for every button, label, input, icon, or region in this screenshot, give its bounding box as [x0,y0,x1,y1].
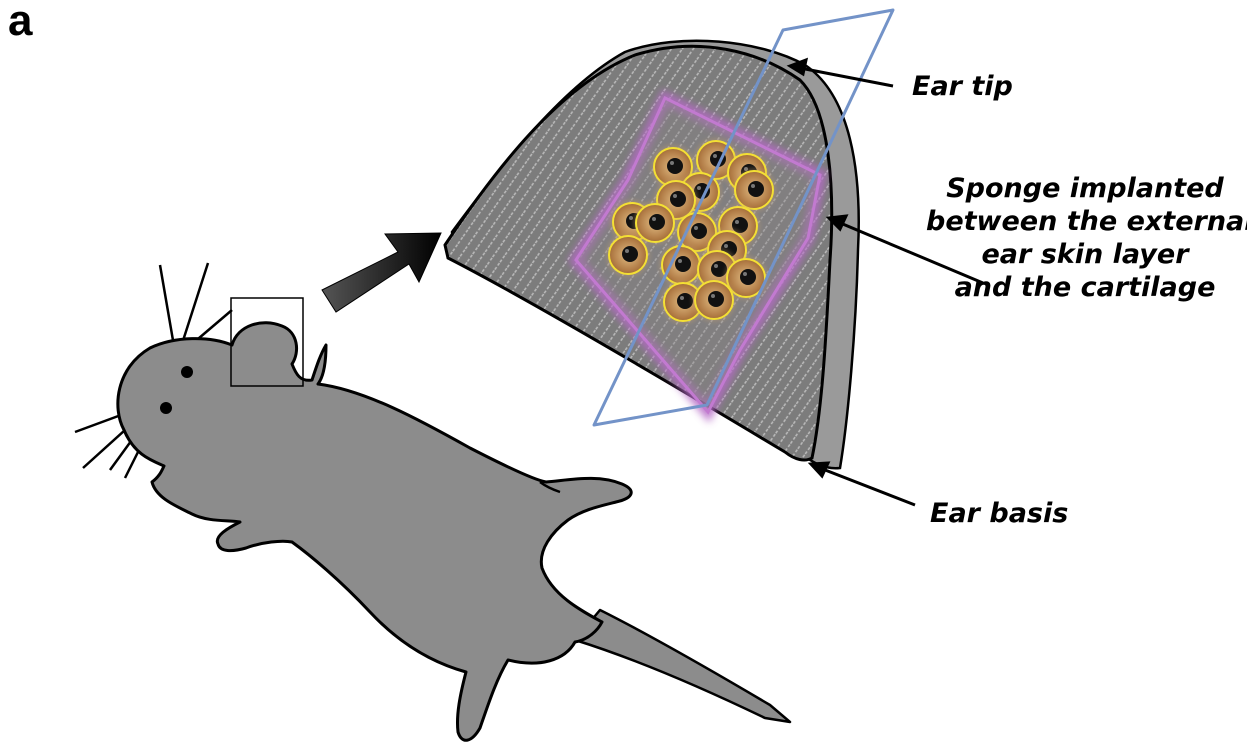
cell-nucleus [675,256,691,272]
cell-nucleus [708,291,724,307]
mouse-eye [160,402,172,414]
cell-nucleus [670,191,686,207]
cell-nucleus [677,293,693,309]
ear-closeup [445,41,859,469]
cell [692,278,736,322]
cell [606,233,650,277]
ear-tip-label: Ear tip [912,70,1013,103]
mouse-eye [181,366,193,378]
ear-basis-pointer [820,468,915,505]
sponge-label-line: and the cartilage [926,271,1244,304]
sponge-label-line: Sponge implanted [926,172,1244,205]
cell-nucleus [667,158,683,174]
mouse-body [118,323,631,741]
sponge-label-line: ear skin layer [926,238,1244,271]
panel-letter: a [8,0,32,46]
sponge-label-line: between the external [926,205,1244,238]
zoom-arrow [322,233,441,312]
cell-nucleus [691,223,707,239]
sponge-label: Sponge implanted between the external ea… [926,172,1244,304]
mouse-tail [575,610,790,722]
cell-nucleus [748,181,764,197]
cell-nucleus [649,214,665,230]
cell-nucleus [740,269,756,285]
cell-nucleus [622,246,638,262]
ear-basis-label: Ear basis [930,497,1068,530]
